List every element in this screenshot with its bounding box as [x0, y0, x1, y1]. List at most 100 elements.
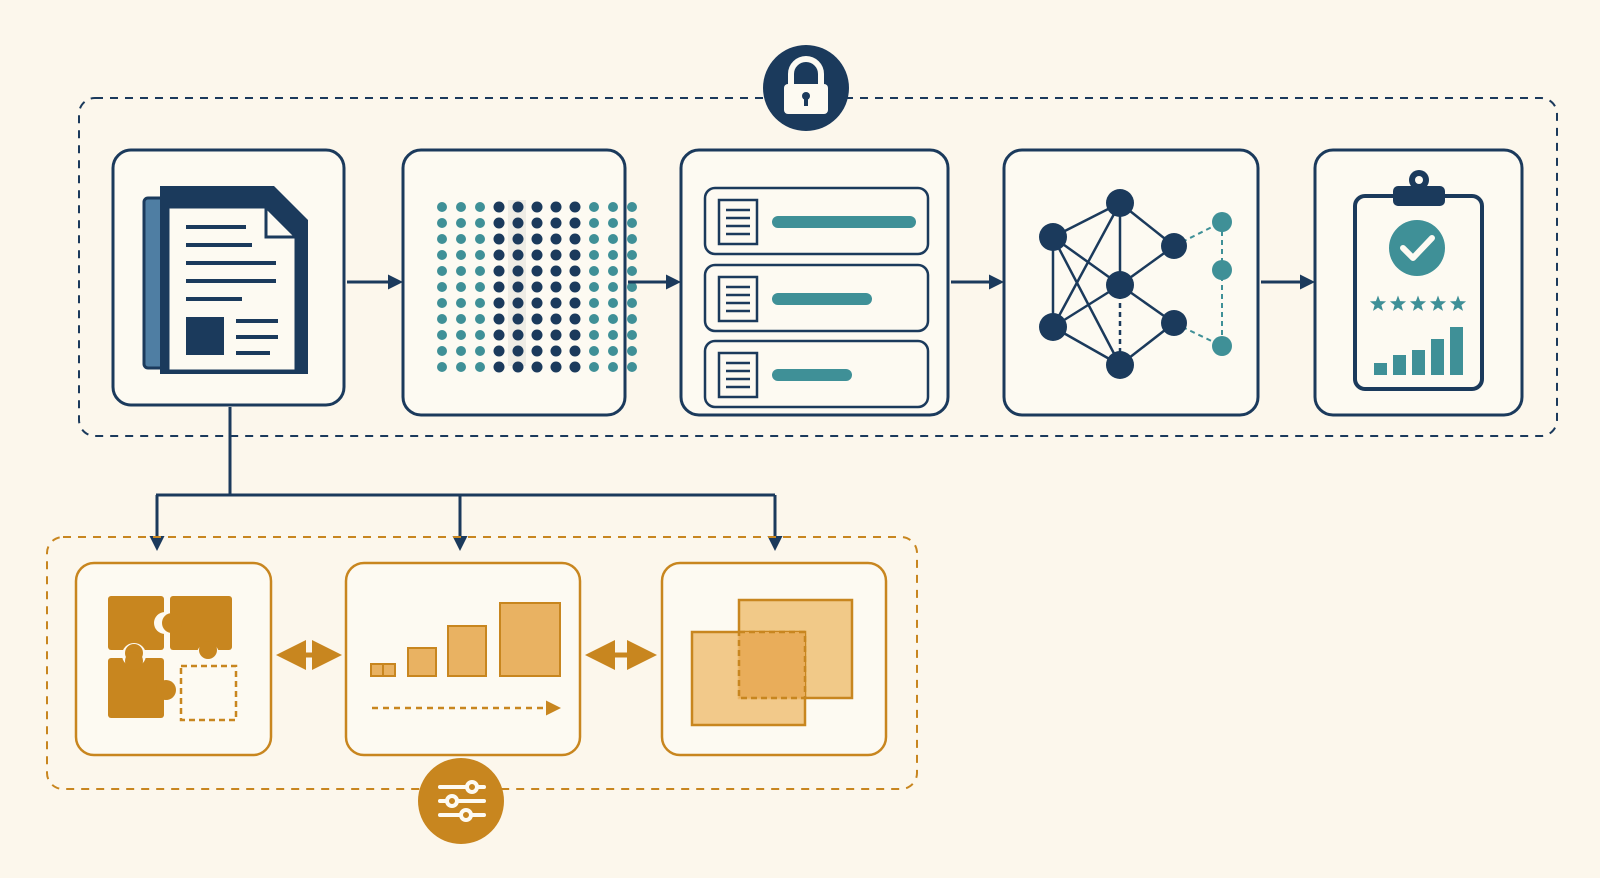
record-row — [703, 339, 930, 409]
grid-dot — [569, 201, 581, 213]
grid-dot — [589, 282, 599, 292]
grid-dot — [608, 234, 618, 244]
grid-dot — [512, 361, 524, 373]
grid-dot — [493, 329, 505, 341]
grid-dot — [456, 330, 466, 340]
grid-dot — [493, 201, 505, 213]
grid-dot — [493, 281, 505, 293]
rating-stars — [1369, 295, 1467, 311]
grid-dot — [608, 218, 618, 228]
grid-dot — [550, 329, 562, 341]
grid-dot — [550, 361, 562, 373]
grid-dot — [550, 265, 562, 277]
grid-dot — [456, 298, 466, 308]
grid-dot — [475, 298, 485, 308]
grid-dot — [531, 217, 543, 229]
stage-records — [679, 148, 950, 417]
grid-dot — [569, 265, 581, 277]
grid-dot — [569, 233, 581, 245]
grid-dot — [493, 249, 505, 261]
sliders-icon — [438, 780, 486, 822]
grid-dot — [437, 314, 447, 324]
grid-dot — [608, 346, 618, 356]
grid-dot — [550, 297, 562, 309]
grid-dot — [531, 345, 543, 357]
grid-dot — [456, 202, 466, 212]
grid-dot — [589, 202, 599, 212]
grid-dot — [550, 201, 562, 213]
grid-dot — [550, 217, 562, 229]
grid-dot — [493, 313, 505, 325]
grid-dot — [493, 233, 505, 245]
grid-dot — [531, 329, 543, 341]
grid-dot — [589, 218, 599, 228]
grid-dot — [569, 345, 581, 357]
grid-dot — [493, 345, 505, 357]
grid-dot — [569, 329, 581, 341]
grid-dot — [512, 217, 524, 229]
grid-dot — [589, 330, 599, 340]
grid-dot — [456, 362, 466, 372]
grid-dot — [456, 250, 466, 260]
record-list-icon — [703, 186, 930, 409]
grid-dot — [531, 265, 543, 277]
branch-connector — [149, 407, 783, 551]
grid-dot — [456, 234, 466, 244]
stage-evaluation — [1313, 148, 1524, 417]
module-puzzle — [74, 561, 273, 757]
grid-dot — [437, 250, 447, 260]
grid-dot — [437, 218, 447, 228]
grid-dot — [627, 218, 637, 228]
grid-dot — [437, 346, 447, 356]
grid-dot — [608, 202, 618, 212]
record-row — [703, 263, 930, 333]
grid-dot — [437, 202, 447, 212]
grid-dot — [456, 314, 466, 324]
grid-dot — [493, 297, 505, 309]
star-icon — [1409, 295, 1427, 311]
grid-dot — [550, 249, 562, 261]
grid-dot — [569, 217, 581, 229]
grid-dot — [589, 298, 599, 308]
stage-embedding — [401, 148, 637, 417]
grid-dot — [608, 362, 618, 372]
module-overlap — [660, 561, 888, 757]
grid-dot — [493, 265, 505, 277]
grid-dot — [627, 234, 637, 244]
lock-badge — [763, 45, 849, 131]
grid-dot — [475, 282, 485, 292]
grid-dot — [608, 266, 618, 276]
grid-dot — [437, 298, 447, 308]
grid-dot — [531, 249, 543, 261]
grid-dot — [475, 234, 485, 244]
sliders-badge — [418, 758, 504, 844]
grid-dot — [493, 361, 505, 373]
grid-dot — [589, 250, 599, 260]
grid-dot — [512, 249, 524, 261]
grid-dot — [531, 297, 543, 309]
grid-dot — [512, 233, 524, 245]
grid-dot — [475, 250, 485, 260]
grid-dot — [589, 346, 599, 356]
star-icon — [1429, 295, 1447, 311]
grid-dot — [456, 218, 466, 228]
grid-dot — [437, 330, 447, 340]
grid-dot — [437, 362, 447, 372]
grid-dot — [589, 266, 599, 276]
stage-network — [1002, 148, 1260, 417]
grid-dot — [589, 362, 599, 372]
growing-squares-icon — [370, 602, 561, 716]
grid-dot — [608, 250, 618, 260]
check-circle-icon — [1389, 220, 1445, 276]
grid-dot — [627, 298, 637, 308]
star-icon — [1449, 295, 1467, 311]
grid-dot — [627, 362, 637, 372]
grid-dot — [512, 297, 524, 309]
grid-dot — [550, 233, 562, 245]
grid-dot — [456, 266, 466, 276]
grid-dot — [512, 281, 524, 293]
grid-dot — [456, 346, 466, 356]
grid-dot — [493, 217, 505, 229]
grid-dot — [627, 282, 637, 292]
puzzle-icon — [108, 596, 238, 722]
